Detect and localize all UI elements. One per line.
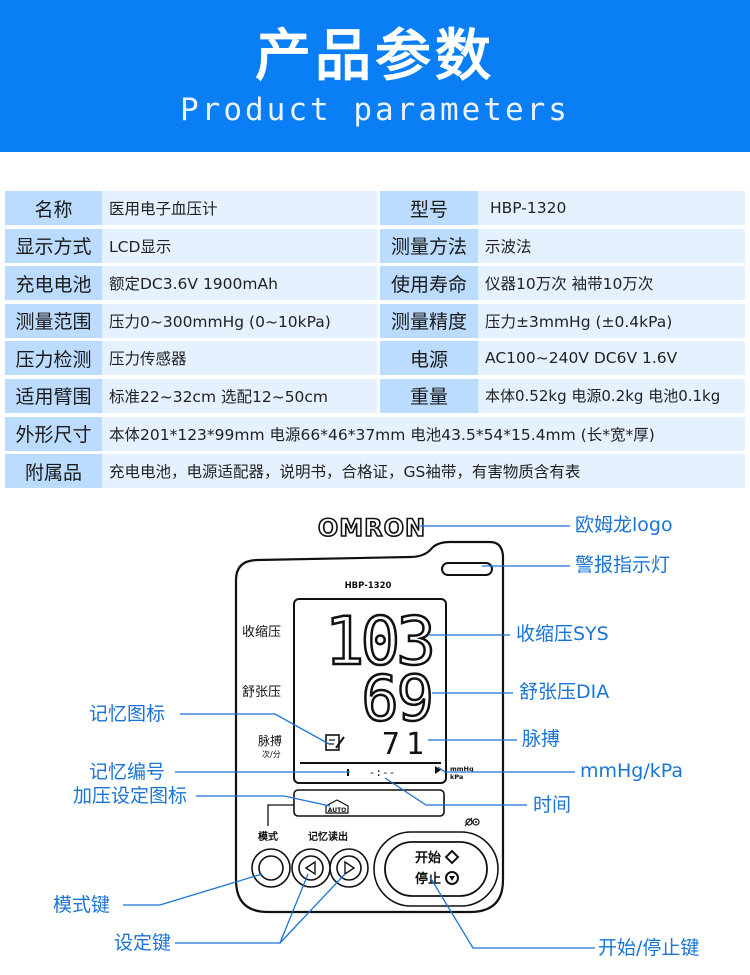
memory-read-label: 记忆读出 <box>308 830 348 843</box>
spec-table: 名称 医用电子血压计 型号 HBP-1320 显示方式 LCD显示 测量方法 示… <box>5 191 745 492</box>
spec-value: HBP-1320 <box>478 191 745 225</box>
set-right-button[interactable] <box>329 848 369 888</box>
callout-memory-number: 记忆编号 <box>89 761 166 783</box>
pulse-unit-label: 次/分 <box>262 749 281 759</box>
set-left-button[interactable] <box>291 848 331 888</box>
callout-unit: mmHg/kPa <box>580 760 684 782</box>
spec-value: 压力传感器 <box>102 341 377 376</box>
callout-time: 时间 <box>533 794 572 816</box>
spec-value: 额定DC3.6V 1900mAh <box>102 266 377 301</box>
stop-label: 停止 <box>415 871 441 887</box>
start-stop-button[interactable]: 开始 停止 <box>373 831 499 907</box>
stop-triangle-icon <box>449 876 455 881</box>
spec-value: 压力0~300mmHg (0~10kPa) <box>102 303 377 338</box>
spec-row-wide: 外形尺寸 本体201*123*99mm 电源66*46*37mm 电池43.5*… <box>5 416 745 451</box>
spec-row: 充电电池 额定DC3.6V 1900mAh 使用寿命 仪器10万次 袖带10万次 <box>5 266 745 301</box>
spec-row: 压力检测 压力传感器 电源 AC100~240V DC6V 1.6V <box>5 341 745 376</box>
spec-label: 测量方法 <box>380 228 478 263</box>
model-label: HBP-1320 <box>345 581 392 591</box>
cuff-symbol-icon <box>464 817 480 827</box>
spec-row: 名称 医用电子血压计 型号 HBP-1320 <box>5 191 745 225</box>
callout-alarm-light: 警报指示灯 <box>575 554 671 576</box>
spec-label: 充电电池 <box>5 266 102 301</box>
spec-row: 测量范围 压力0~300mmHg (0~10kPa) 测量精度 压力±3mmHg… <box>5 303 745 338</box>
unit-mmhg: mmHg <box>450 765 474 773</box>
page-subtitle: Product parameters <box>180 92 570 128</box>
spec-value: 标准22~32cm 选配12~50cm <box>102 378 377 413</box>
spec-value: 本体0.52kg 电源0.2kg 电池0.1kg <box>478 378 745 413</box>
start-diamond-icon <box>444 849 460 865</box>
callout-lines <box>123 525 595 949</box>
auto-icon <box>325 799 349 814</box>
sys-label: 收缩压 <box>242 624 281 640</box>
callout-set-key: 设定键 <box>114 932 172 954</box>
auto-label: AUTO <box>328 807 347 814</box>
spec-label: 测量精度 <box>380 303 478 338</box>
callout-dia: 舒张压DIA <box>519 681 610 703</box>
spec-label: 使用寿命 <box>380 266 478 301</box>
spec-label: 适用臂围 <box>5 378 102 413</box>
callout-logo: 欧姆龙logo <box>575 514 673 536</box>
triangle-right-icon <box>344 860 356 876</box>
spec-label: 电源 <box>380 341 478 376</box>
spec-value: 医用电子血压计 <box>102 191 377 225</box>
spec-value: 压力±3mmHg (±0.4kPa) <box>478 303 745 338</box>
spec-label: 压力检测 <box>5 341 102 376</box>
callout-sys: 收缩压SYS <box>516 623 609 645</box>
device-illustration: OMRON HBP-1320 收缩压 舒张压 脉搏 次/分 103 69 71 … <box>123 513 595 949</box>
spec-label: 显示方式 <box>5 228 102 263</box>
spec-value: LCD显示 <box>102 228 377 263</box>
mode-button[interactable] <box>251 848 291 888</box>
dia-reading: 69 <box>361 662 432 735</box>
start-label: 开始 <box>415 850 441 866</box>
triangle-left-icon <box>304 860 316 876</box>
callout-start-stop-key: 开始/停止键 <box>598 937 700 959</box>
page-title: 产品参数 <box>255 24 495 89</box>
spec-label: 重量 <box>380 378 478 413</box>
header-banner: 产品参数 Product parameters <box>0 0 750 152</box>
alarm-light <box>441 562 493 576</box>
spec-label: 附属品 <box>5 454 102 489</box>
omron-logo: OMRON <box>318 514 426 542</box>
spec-row: 适用臂围 标准22~32cm 选配12~50cm 重量 本体0.52kg 电源0… <box>5 378 745 413</box>
mode-bracket <box>267 804 294 826</box>
callout-pulse: 脉搏 <box>522 728 561 750</box>
callout-pressure-setting-icon: 加压设定图标 <box>73 785 188 807</box>
pulse-reading: 71 <box>382 727 430 762</box>
dia-label: 舒张压 <box>242 685 281 700</box>
spec-label: 外形尺寸 <box>5 416 102 451</box>
spec-value: AC100~240V DC6V 1.6V <box>478 341 745 376</box>
unit-indicator-arrow <box>435 766 441 774</box>
unit-kpa: kPa <box>450 773 463 781</box>
device-diagram: OMRON HBP-1320 收缩压 舒张压 脉搏 次/分 103 69 71 … <box>0 495 750 975</box>
mode-key-label: 模式 <box>258 830 278 843</box>
spec-value: 示波法 <box>478 228 745 263</box>
spec-label: 型号 <box>380 191 478 225</box>
time-display: -:-- <box>369 766 396 779</box>
spec-label: 名称 <box>5 191 102 225</box>
spec-value: 仪器10万次 袖带10万次 <box>478 266 745 301</box>
spec-value: 本体201*123*99mm 电源66*46*37mm 电池43.5*54*15… <box>102 416 745 451</box>
spec-label: 测量范围 <box>5 303 102 338</box>
spec-row-wide: 附属品 充电电池，电源适配器，说明书，合格证，GS袖带，有害物质含有表 <box>5 454 745 489</box>
pulse-label: 脉搏 <box>258 733 282 748</box>
callout-memory-icon: 记忆图标 <box>89 703 166 725</box>
spec-value: 充电电池，电源适配器，说明书，合格证，GS袖带，有害物质含有表 <box>102 454 745 489</box>
callout-mode-key: 模式键 <box>53 894 111 916</box>
spec-row: 显示方式 LCD显示 测量方法 示波法 <box>5 228 745 263</box>
sys-reading: 103 <box>325 603 432 680</box>
